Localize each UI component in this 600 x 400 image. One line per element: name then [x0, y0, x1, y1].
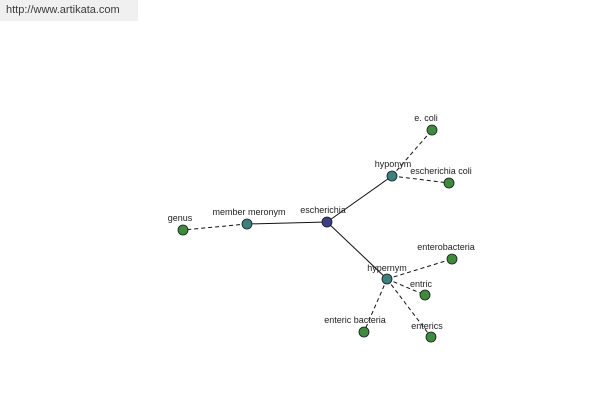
edge-center-to-member-meronym [246, 221, 328, 225]
edge-hyponym-to-e-coli [391, 129, 433, 177]
node-member-meronym[interactable] [241, 218, 253, 230]
label-member-meronym[interactable]: member meronym [212, 207, 285, 217]
edge-center-to-hyponym [326, 175, 393, 223]
edge-hypernym-to-enterobacteria [386, 258, 453, 280]
node-enterics[interactable] [425, 331, 437, 343]
label-escherichia[interactable]: escherichia [300, 205, 346, 215]
label-hypernym[interactable]: hypernym [367, 263, 407, 273]
graph-labels: escherichia member meronym hyponym hypernym… [168, 113, 475, 331]
label-genus[interactable]: genus [168, 213, 193, 223]
node-escherichia-coli[interactable] [443, 177, 455, 189]
graph-edges [182, 129, 453, 338]
edge-hypernym-to-enteric-bacteria [363, 278, 388, 333]
node-enteric-bacteria[interactable] [358, 326, 370, 338]
edge-member-meronym-to-genus [182, 223, 248, 231]
label-enterobacteria[interactable]: enterobacteria [417, 242, 475, 252]
node-e-coli[interactable] [426, 124, 438, 136]
edge-hypernym-to-enterics [386, 278, 432, 338]
node-enterobacteria[interactable] [446, 253, 458, 265]
node-hypernym[interactable] [381, 273, 393, 285]
node-genus[interactable] [177, 224, 189, 236]
label-enterics[interactable]: enterics [411, 321, 443, 331]
label-hyponym[interactable]: hyponym [375, 159, 412, 169]
label-e-coli[interactable]: e. coli [414, 113, 438, 123]
edge-hyponym-to-escherichia-coli [391, 175, 450, 184]
site-url-banner[interactable]: http://www.artikata.com [0, 0, 138, 21]
edge-center-to-hypernym [326, 221, 388, 280]
label-entric[interactable]: entric [410, 279, 433, 289]
node-entric[interactable] [419, 289, 431, 301]
node-escherichia[interactable] [321, 216, 333, 228]
label-escherichia-coli[interactable]: escherichia coli [410, 166, 472, 176]
graph-nodes [177, 124, 458, 343]
node-hyponym[interactable] [386, 170, 398, 182]
label-enteric-bacteria[interactable]: enteric bacteria [324, 315, 386, 325]
